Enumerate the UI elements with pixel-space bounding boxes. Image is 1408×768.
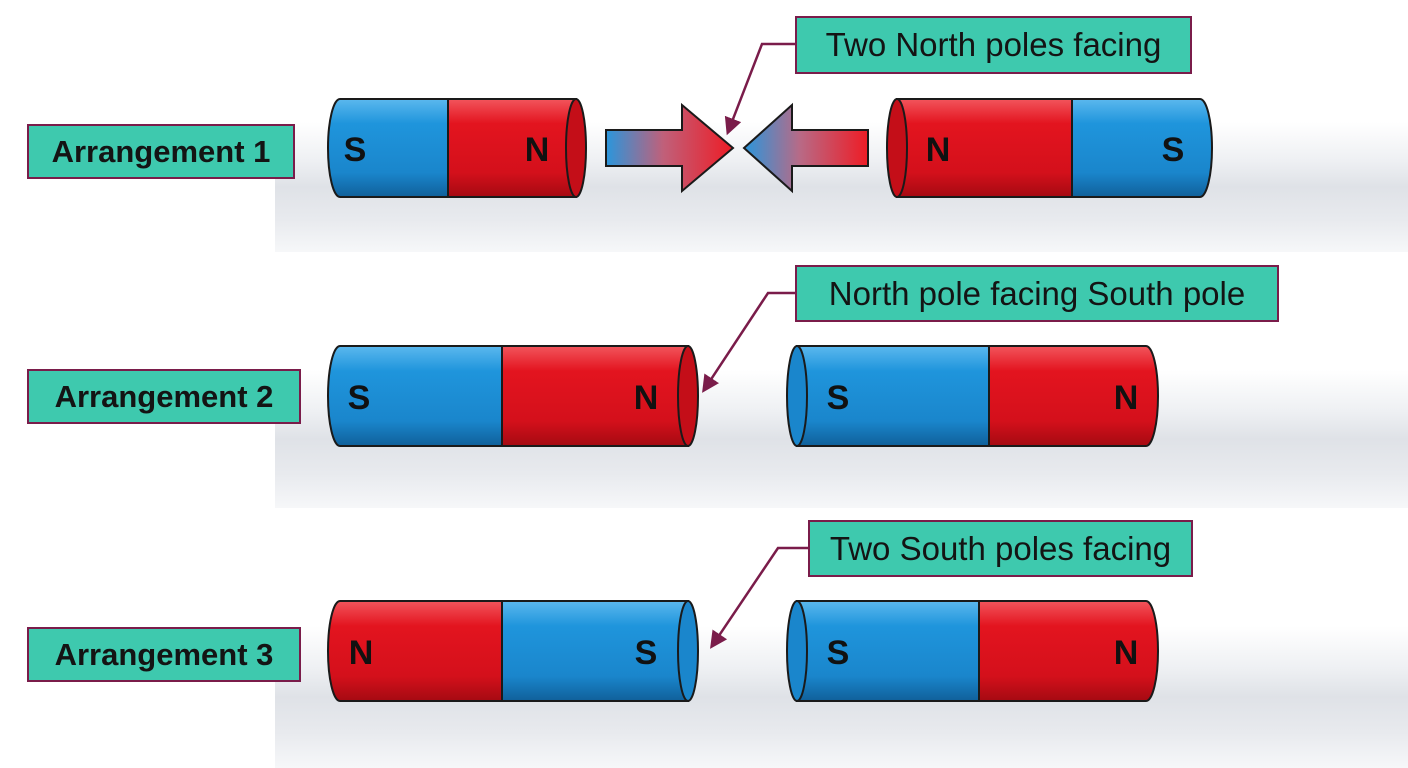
arrow-right-icon [605,102,735,194]
arrow-left-icon [742,102,869,194]
arrangement-3-label: Arrangement 3 [27,627,301,682]
callout-1: Two North poles facing [795,16,1192,74]
pole-label: N [1114,634,1139,672]
arrangement-1-left-magnet: S N [327,98,587,198]
arrangement-1-right-magnet: N S [886,98,1213,198]
callout-leader-3 [710,546,810,649]
arrangement-2-label: Arrangement 2 [27,369,301,424]
pole-label: N [349,634,374,672]
arrangement-1-label: Arrangement 1 [27,124,295,179]
pole-label: N [634,379,659,417]
pole-label: S [1162,131,1185,169]
pole-label: N [1114,379,1139,417]
pole-label: S [635,634,658,672]
arrangement-3-right-magnet: S N [786,600,1159,702]
callout-leader-2 [702,291,797,393]
arrangement-2-right-magnet: S N [786,345,1159,447]
pole-label: S [827,634,850,672]
callout-leader-1 [724,42,797,136]
callout-2: North pole facing South pole [795,265,1279,322]
arrangement-2-left-magnet: S N [327,345,699,447]
pole-label: S [827,379,850,417]
pole-label: S [344,131,367,169]
callout-3: Two South poles facing [808,520,1193,577]
pole-label: N [525,131,550,169]
pole-label: N [926,131,951,169]
arrangement-3-left-magnet: N S [327,600,699,702]
pole-label: S [348,379,371,417]
